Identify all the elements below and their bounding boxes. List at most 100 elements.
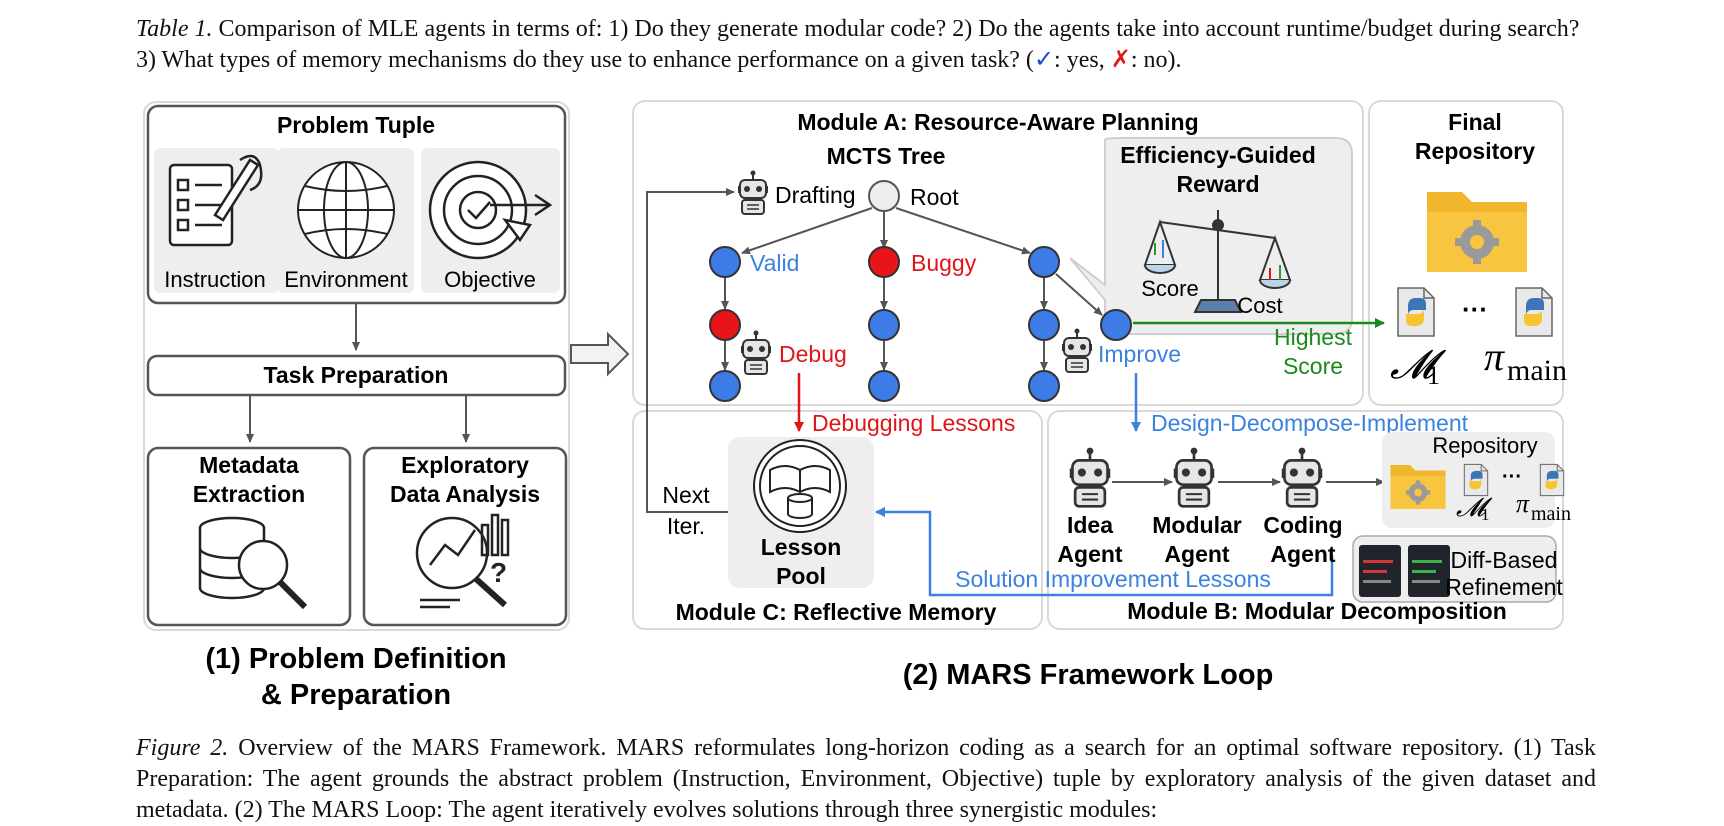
- objective-label: Objective: [444, 267, 536, 292]
- lesson-pool-label-1: Lesson: [761, 534, 842, 560]
- python-file-icon: [1539, 463, 1565, 497]
- repository-label: Repository: [1432, 433, 1537, 458]
- task-prep-box: [146, 354, 567, 397]
- tree-node: [1028, 246, 1060, 278]
- drafting-label: Drafting: [775, 182, 856, 208]
- figure-caption: Figure 2. Overview of the MARS Framework…: [136, 733, 1596, 826]
- checklist-icon: [168, 154, 263, 247]
- repo-pi-symbol: π: [1516, 489, 1530, 518]
- table-caption-text: Comparison of MLE agents in terms of: 1)…: [136, 16, 1580, 73]
- mcts-tree-title: MCTS Tree: [827, 143, 946, 169]
- tree-node: [709, 309, 741, 341]
- no-cross-mark: ✗: [1110, 47, 1131, 73]
- highest-label-2: Score: [1283, 353, 1343, 379]
- eda-label-2: Data Analysis: [390, 481, 540, 507]
- yes-check-mark: ✓: [1033, 47, 1055, 73]
- figure-caption-text: Overview of the MARS Framework. MARS ref…: [136, 735, 1597, 823]
- final-repo-title-1: Final: [1448, 109, 1502, 135]
- table-caption: Table 1. Comparison of MLE agents in ter…: [136, 14, 1596, 76]
- root-node: [868, 180, 900, 212]
- final-repo-ellipsis: ···: [1462, 294, 1488, 324]
- score-label: Score: [1141, 276, 1198, 301]
- book-database-icon: [753, 439, 847, 533]
- next-iteration-arrow: [646, 188, 735, 513]
- debug-label: Debug: [779, 341, 847, 367]
- globe-icon: [297, 161, 395, 259]
- diff-refinement-box: [1352, 535, 1557, 603]
- python-file-icon: [1463, 463, 1489, 497]
- m1-subscript: 1: [1427, 361, 1440, 390]
- improve-robot-icon: [1061, 327, 1093, 373]
- root-label: Root: [910, 184, 959, 210]
- diff-label-1: Diff-Based: [1451, 547, 1558, 573]
- coding-agent-robot-icon: [1280, 446, 1324, 508]
- module-a-title: Module A: Resource-Aware Planning: [797, 109, 1198, 135]
- drafting-robot-icon: [737, 169, 769, 215]
- module-b-title: Module B: Modular Decomposition: [1127, 598, 1507, 624]
- final-repo-frame: [1368, 100, 1564, 406]
- task-prep-label: Task Preparation: [264, 362, 449, 388]
- balance-scale-icon: [1143, 210, 1292, 313]
- cost-label: Cost: [1237, 293, 1282, 318]
- buggy-label: Buggy: [911, 250, 977, 276]
- module-a-frame: [632, 100, 1364, 406]
- mars-diagram: Problem Tuple Instruction Environment Ob…: [143, 100, 1571, 711]
- table-caption-label: Table 1.: [136, 16, 213, 42]
- python-file-icon: [1515, 287, 1553, 337]
- module-b-frame: [1047, 410, 1564, 630]
- improved-node: [1100, 309, 1132, 341]
- lesson-pool-label-2: Pool: [776, 563, 826, 589]
- buggy-node: [868, 246, 900, 278]
- pi-symbol: π: [1484, 334, 1505, 379]
- ddi-label: Design-Decompose-Implement: [1151, 410, 1469, 436]
- metadata-label-1: Metadata: [199, 452, 299, 478]
- reward-title-1: Efficiency-Guided: [1120, 142, 1316, 168]
- valid-label: Valid: [750, 250, 799, 276]
- environment-label: Environment: [284, 267, 408, 292]
- solution-lessons-label: Solution Improvement Lessons: [955, 566, 1271, 592]
- repo-pi-subscript: main: [1531, 503, 1571, 525]
- code-diff-icon: [1359, 545, 1450, 597]
- metadata-label-2: Extraction: [193, 481, 305, 507]
- tree-node: [1028, 309, 1060, 341]
- folder-icon: [1390, 465, 1446, 509]
- problem-tuple-title: Problem Tuple: [277, 112, 435, 138]
- modular-agent-robot-icon: [1172, 446, 1216, 508]
- tree-node: [868, 370, 900, 402]
- panel-transition-arrow: [570, 331, 630, 377]
- reward-title-2: Reward: [1176, 171, 1259, 197]
- folder-icon: [1427, 192, 1527, 272]
- analytics-search-icon: ?: [415, 513, 510, 609]
- improve-label: Improve: [1098, 341, 1181, 367]
- next-iter-label-2: Iter.: [667, 513, 705, 539]
- modular-agent-label-1: Modular: [1152, 512, 1241, 538]
- svg-text:?: ?: [490, 557, 507, 588]
- instruction-label: Instruction: [164, 267, 266, 292]
- repo-m1-subscript: 1: [1481, 505, 1490, 524]
- idea-agent-label-2: Agent: [1057, 541, 1123, 567]
- final-repo-title-2: Repository: [1415, 138, 1535, 164]
- debugging-lessons-label: Debugging Lessons: [812, 410, 1015, 436]
- idea-agent-robot-icon: [1068, 446, 1112, 508]
- repo-ellipsis: ···: [1502, 466, 1522, 488]
- diff-label-2: Refinement: [1445, 574, 1563, 600]
- panel1-title-1: (1) Problem Definition: [205, 643, 506, 675]
- panel2-title: (2) MARS Framework Loop: [903, 659, 1274, 691]
- no-text: : no).: [1130, 47, 1182, 73]
- panel1-frame: [143, 101, 570, 631]
- module-c-frame: [632, 410, 1043, 630]
- tree-node: [1028, 370, 1060, 402]
- next-iter-label-1: Next: [662, 482, 710, 508]
- pi-subscript: main: [1507, 354, 1567, 387]
- coding-agent-label-1: Coding: [1263, 512, 1342, 538]
- solution-lesson-arrow: [875, 507, 1334, 597]
- database-search-icon: [198, 516, 308, 610]
- coding-agent-label-2: Agent: [1270, 541, 1336, 567]
- panel1-title-2: & Preparation: [261, 679, 451, 711]
- eda-label-1: Exploratory: [401, 452, 529, 478]
- highest-label-1: Highest: [1274, 324, 1353, 350]
- idea-agent-label-1: Idea: [1067, 512, 1113, 538]
- tree-node: [709, 370, 741, 402]
- valid-node: [709, 246, 741, 278]
- yes-text: : yes,: [1054, 47, 1111, 73]
